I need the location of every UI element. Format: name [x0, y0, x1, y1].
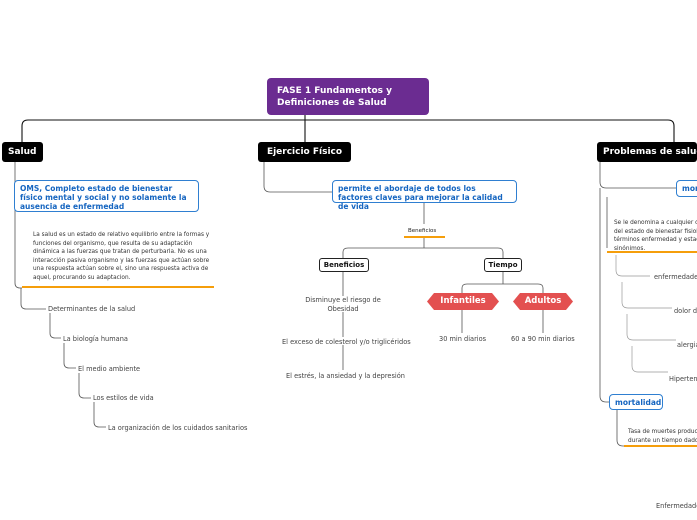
determinant-item[interactable]: El medio ambiente	[78, 365, 141, 373]
morbilidad-node[interactable]: morbilidad	[676, 180, 697, 197]
topic-ejercicio[interactable]: Ejercicio Físico	[258, 142, 351, 162]
determinant-item[interactable]: La organización de los cuidados sanitari…	[108, 424, 248, 432]
permite-node[interactable]: permite el abordaje de todos los factore…	[332, 180, 517, 211]
mortalidad-description: Tasa de muertes producidas en una poblac…	[628, 429, 697, 444]
tiempo-node[interactable]: Tiempo	[484, 258, 522, 272]
mortalidad-node[interactable]: mortalidad	[609, 394, 663, 410]
determinant-item[interactable]: La biología humana	[63, 335, 128, 343]
problem-item[interactable]: enfermedades	[654, 273, 697, 281]
benefit-item[interactable]: El estrés, la ansiedad y la depresión	[286, 372, 405, 380]
problem-item[interactable]: alergias	[677, 341, 697, 349]
beneficios-small-label[interactable]: Beneficios	[408, 228, 437, 234]
salud-description: La salud es un estado de relativo equili…	[33, 232, 210, 281]
topic-problemas[interactable]: Problemas de salud	[597, 142, 697, 162]
underline-mortalidad	[624, 445, 697, 447]
adultos-time[interactable]: 60 a 90 min diarios	[511, 335, 575, 343]
morbilidad-description: Se le denomina a cualquier desviación su…	[614, 220, 697, 251]
adultos-shape	[513, 293, 573, 310]
underline-salud	[22, 286, 214, 288]
benefit-item[interactable]: Disminuye el riesgo de Obesidad	[305, 296, 381, 313]
topic-salud[interactable]: Salud	[2, 142, 43, 162]
determinant-item[interactable]: Determinantes de la salud	[48, 305, 136, 313]
infantiles-shape	[427, 293, 499, 310]
tag-infantiles[interactable]: Infantiles	[440, 296, 486, 306]
oms-definition[interactable]: OMS, Completo estado de bienestar físico…	[14, 180, 199, 212]
problem-item[interactable]: Hipertensión	[669, 375, 697, 383]
root-title-line2: Definiciones de Salud	[277, 98, 387, 108]
problem-item[interactable]: dolor de	[674, 307, 697, 315]
beneficios-node[interactable]: Beneficios	[319, 258, 369, 272]
benefit-item[interactable]: El exceso de colesterol y/o triglicérido…	[282, 338, 411, 346]
determinant-item[interactable]: Los estilos de vida	[93, 394, 154, 402]
underline-morbilidad	[607, 251, 697, 253]
root-topic[interactable]: FASE 1 Fundamentos y Definiciones de Sal…	[267, 78, 429, 115]
root-title-line1: FASE 1 Fundamentos y	[277, 86, 393, 96]
tag-adultos[interactable]: Adultos	[524, 296, 562, 306]
problem-item-enfermedades[interactable]: Enfermedades	[656, 502, 697, 510]
infantiles-time[interactable]: 30 min diarios	[439, 335, 487, 343]
underline-beneficios	[404, 236, 445, 238]
